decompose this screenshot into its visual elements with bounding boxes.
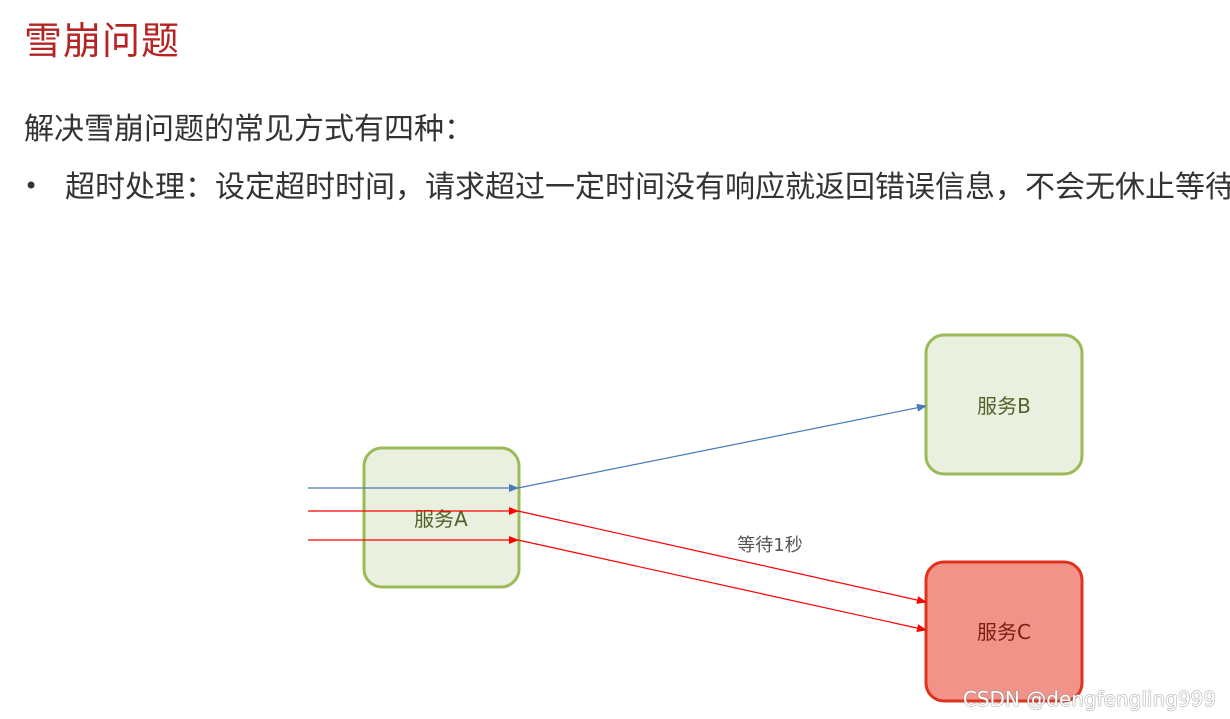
service-b-node: 服务B bbox=[924, 333, 1084, 476]
bullet-text: 超时处理：设定超时时间，请求超过一定时间没有响应就返回错误信息，不会无休止等待 bbox=[65, 170, 1230, 205]
intro-text: 解决雪崩问题的常见方式有四种： bbox=[24, 112, 474, 147]
service-a-node: 服务A bbox=[362, 446, 521, 589]
service-b-label: 服务B bbox=[977, 394, 1031, 418]
a-to-b-arrow bbox=[517, 403, 927, 489]
bullet-marker: • bbox=[24, 172, 39, 200]
bullet-item-timeout: • 超时处理：设定超时时间，请求超过一定时间没有响应就返回错误信息，不会无休止等待 bbox=[24, 162, 1230, 206]
slide-title: 雪崩问题 bbox=[24, 19, 181, 63]
service-c-node: 服务C bbox=[924, 560, 1084, 703]
watermark: CSDN @dengfengling999 bbox=[962, 687, 1216, 711]
service-c-label: 服务C bbox=[977, 620, 1031, 644]
a-to-c-arrow-1 bbox=[517, 510, 927, 604]
a-to-c-arrow-2 bbox=[517, 539, 927, 632]
wait-label: 等待1秒 bbox=[737, 535, 802, 556]
